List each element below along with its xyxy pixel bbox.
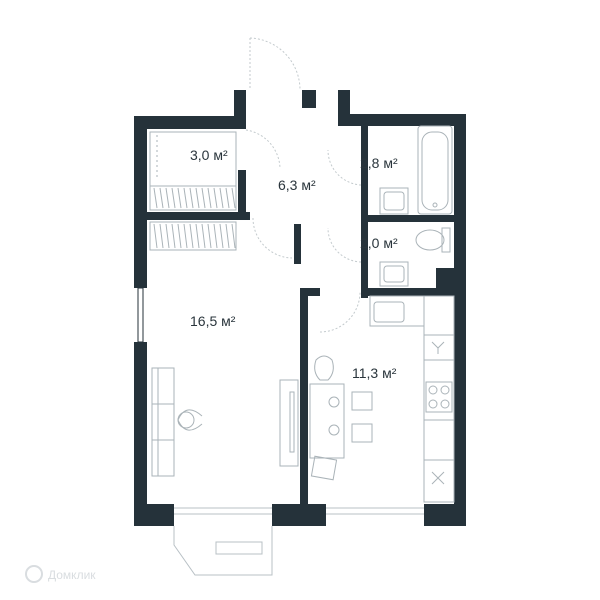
toilet-door	[327, 227, 362, 263]
watermark-text: Домклик	[48, 568, 96, 582]
hanger-line	[231, 223, 236, 249]
toilet-sink	[379, 261, 409, 287]
hanger-line	[177, 187, 182, 209]
wall-kitchen-nub	[300, 288, 320, 296]
hanger-line	[153, 223, 158, 249]
kitchen-door	[319, 291, 361, 333]
wall-left-window	[137, 287, 144, 343]
sofa	[151, 367, 203, 477]
bath-sink	[379, 187, 409, 215]
wall-wardrobe-bottom	[134, 212, 250, 220]
hanger-line	[153, 187, 158, 209]
living-door	[252, 217, 293, 259]
hanger-line	[213, 187, 218, 209]
hanger-line	[177, 223, 182, 249]
wall-shaft	[338, 90, 350, 120]
hanger-line	[231, 187, 236, 209]
wall-bottom-mid	[272, 504, 326, 526]
wall-bottom-right	[424, 504, 466, 526]
wall-living-kitchen-upper	[294, 224, 301, 264]
hanger-line	[159, 187, 164, 209]
hanger-line	[225, 187, 230, 209]
doors	[245, 37, 362, 333]
hanger-line	[165, 187, 170, 209]
watermark: Домклик	[25, 565, 96, 583]
hanger-line	[207, 223, 212, 249]
wall-living-kitchen	[300, 288, 308, 508]
wall-top-left	[134, 116, 246, 129]
toilet-fixture	[415, 227, 451, 253]
windows	[173, 507, 424, 576]
tv-stand	[279, 379, 299, 467]
area-toilet: 2,0 м²	[360, 235, 398, 251]
walls	[134, 90, 466, 526]
cooktop	[425, 381, 453, 413]
area-hall: 6,3 м²	[278, 177, 316, 193]
hanger-line	[195, 187, 200, 209]
wall-right	[454, 114, 466, 514]
kitchen-counter	[369, 295, 455, 503]
hanger-line	[189, 187, 194, 209]
hanger-line	[195, 223, 200, 249]
wall-shaft-box	[436, 268, 466, 293]
wall-top-right	[338, 114, 466, 126]
dining-set	[309, 355, 373, 481]
wall-wardrobe-right	[238, 170, 246, 220]
bath-door	[327, 149, 362, 186]
wall-bath-left	[361, 120, 368, 298]
wall-left-upper	[134, 116, 147, 288]
person	[177, 411, 195, 429]
area-living: 16,5 м²	[190, 313, 236, 329]
hanger-line	[171, 187, 176, 209]
hanger-line	[159, 223, 164, 249]
hanger-line	[183, 187, 188, 209]
hanger-line	[201, 223, 206, 249]
area-kitchen: 11,3 м²	[352, 365, 397, 381]
wall-left-lower	[134, 342, 147, 505]
wall-bottom-left	[134, 504, 174, 526]
wall-entry-left-jamb	[234, 90, 246, 129]
hanger-line	[207, 187, 212, 209]
watermark-logo-icon	[25, 565, 43, 583]
hanger-line	[213, 223, 218, 249]
wardrobe-door	[245, 129, 281, 169]
wardrobe-shelves	[149, 131, 237, 251]
hanger-line	[219, 223, 224, 249]
balcony	[173, 526, 273, 576]
hanger-line	[225, 223, 230, 249]
hanger-line	[171, 223, 176, 249]
area-bathroom: 2,8 м²	[360, 155, 398, 171]
hanger-line	[219, 187, 224, 209]
hanger-line	[183, 223, 188, 249]
wall-toilet-bottom	[361, 288, 466, 296]
hanger-line	[201, 187, 206, 209]
bathtub	[417, 125, 453, 215]
wall-entry-right-jamb	[302, 90, 316, 108]
area-wardrobe: 3,0 м²	[190, 147, 228, 163]
entry-door	[249, 37, 301, 91]
hanger-line	[189, 223, 194, 249]
wall-bath-toilet	[361, 215, 466, 222]
area-labels: 3,0 м² 6,3 м² 2,8 м² 2,0 м² 16,5 м² 11,3…	[190, 147, 398, 381]
rug	[314, 355, 334, 381]
hanger-line	[165, 223, 170, 249]
